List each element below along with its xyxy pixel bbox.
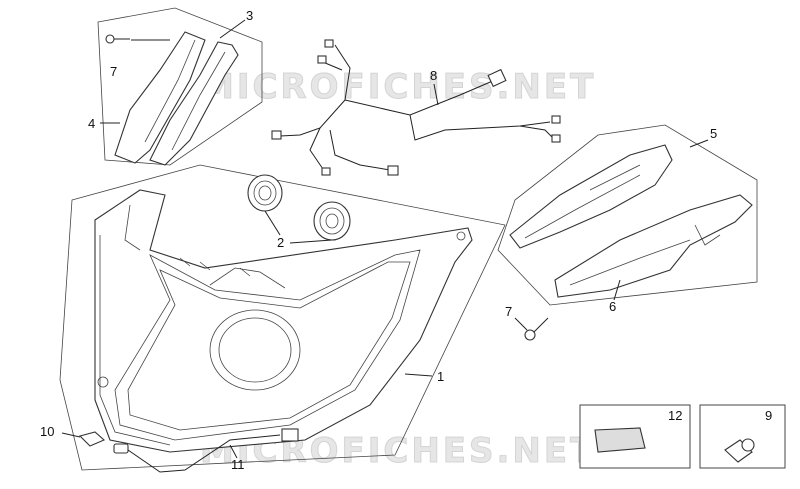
leader-2a — [264, 210, 281, 236]
leader-10 — [61, 432, 81, 438]
lamp-holder — [78, 431, 106, 447]
left-side-cover — [114, 31, 206, 164]
callout-10: 10 — [40, 424, 54, 439]
headlight-group-panel — [59, 164, 506, 471]
leader-11 — [229, 444, 238, 459]
watermark-top: MICROFICHES.NET — [200, 67, 596, 107]
leader-5 — [689, 139, 709, 148]
bulb-socket-right — [313, 201, 351, 241]
callout-9: 9 — [765, 408, 772, 423]
screw-left-cover — [105, 34, 130, 44]
callout-12: 12 — [668, 408, 682, 423]
right-side-cover — [509, 144, 673, 249]
left-cover-group-panel — [97, 7, 263, 166]
right-side-trim — [554, 194, 753, 298]
bulb-box-9 — [699, 404, 786, 469]
callout-4: 4 — [88, 116, 95, 131]
leader-6 — [613, 279, 621, 301]
leader-8 — [433, 83, 439, 106]
screw-right-cover — [524, 317, 549, 341]
callout-1: 1 — [437, 369, 444, 384]
lamp-cable — [113, 428, 299, 473]
leader-3 — [219, 19, 246, 39]
callout-7-left: 7 — [110, 64, 117, 79]
leader-2b — [289, 239, 333, 244]
callout-2: 2 — [277, 235, 284, 250]
callout-11: 11 — [231, 457, 245, 472]
callout-6: 6 — [609, 299, 616, 314]
callout-3: 3 — [246, 8, 253, 23]
leader-1 — [404, 373, 433, 377]
bulb-socket-left — [247, 174, 283, 212]
left-side-trim — [149, 41, 239, 166]
kit-box-12 — [579, 404, 691, 469]
callout-5: 5 — [710, 126, 717, 141]
leader-7b — [514, 317, 528, 331]
callout-8: 8 — [430, 68, 437, 83]
headlight-housing — [94, 189, 473, 453]
wiring-harness — [271, 39, 561, 176]
callout-7-right: 7 — [505, 304, 512, 319]
right-cover-group-panel — [497, 124, 758, 306]
